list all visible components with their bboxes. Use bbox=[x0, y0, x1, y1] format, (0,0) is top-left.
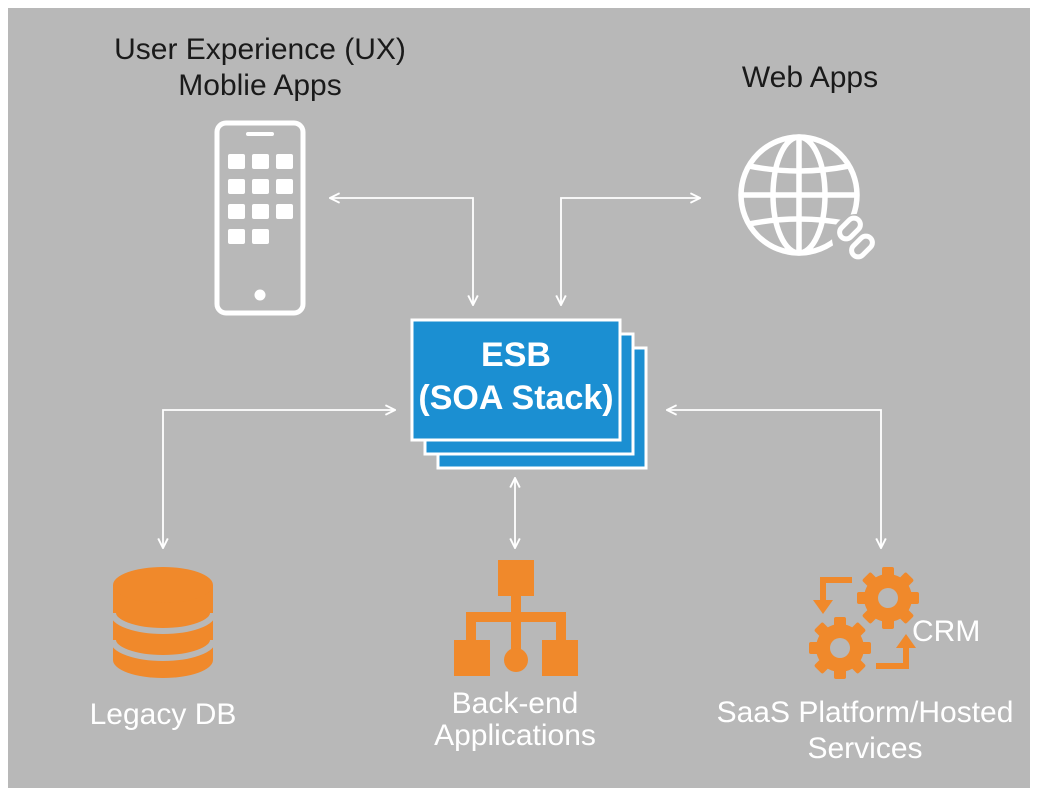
crm-badge: CRM bbox=[912, 614, 992, 650]
web-apps-label: Web Apps bbox=[690, 60, 930, 96]
backend-apps-label: Back-end Applications bbox=[410, 688, 620, 751]
connector-esb-saas bbox=[667, 410, 881, 548]
legacy-db-title: Legacy DB bbox=[89, 698, 237, 731]
mobile-apps-title: User Experience (UX) bbox=[114, 33, 406, 66]
esb-label: ESB (SOA Stack) bbox=[412, 334, 620, 419]
esb-title: ESB bbox=[481, 336, 551, 374]
gears-cycle-icon bbox=[809, 567, 919, 679]
backend-apps-title: Back-end bbox=[451, 687, 579, 720]
esb-stack bbox=[410, 318, 648, 470]
connectors bbox=[163, 198, 881, 548]
web-apps-title: Web Apps bbox=[741, 61, 879, 94]
connector-mobile-esb bbox=[330, 198, 473, 305]
mobile-apps-subtitle: Moblie Apps bbox=[178, 69, 342, 102]
mobile-apps-label: User Experience (UX) Moblie Apps bbox=[80, 32, 440, 104]
backend-apps-subtitle: Applications bbox=[434, 718, 596, 752]
esb-subtitle: (SOA Stack) bbox=[418, 378, 614, 417]
saas-title: SaaS Platform/Hosted bbox=[716, 696, 1014, 729]
crm-badge-text: CRM bbox=[912, 615, 981, 648]
globe-link-icon bbox=[738, 134, 880, 262]
connector-esb-legacy bbox=[163, 410, 395, 548]
hierarchy-icon bbox=[454, 560, 578, 676]
smartphone-icon bbox=[214, 120, 306, 316]
connector-web-esb bbox=[561, 198, 700, 305]
saas-subtitle: Services bbox=[807, 732, 923, 765]
saas-label: SaaS Platform/Hosted Services bbox=[700, 695, 1030, 767]
legacy-db-label: Legacy DB bbox=[68, 697, 258, 733]
database-icon bbox=[110, 567, 216, 678]
